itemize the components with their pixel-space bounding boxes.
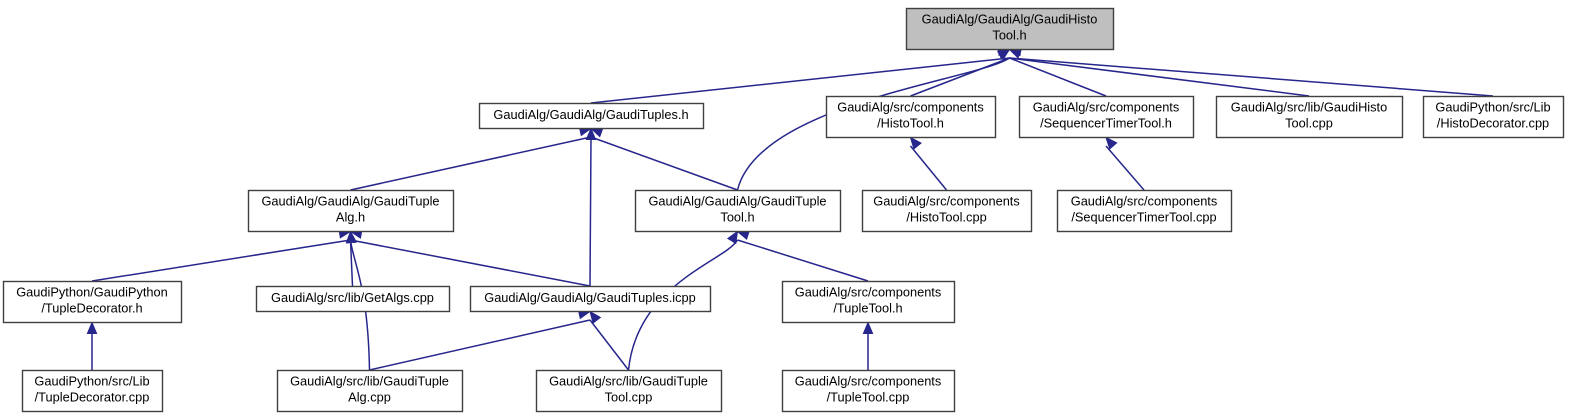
graph-node-label: GaudiAlg/src/components/SequencerTimerTo… [1033,100,1180,131]
graph-edge [585,127,597,287]
graph-node-lib_getalgs_cpp[interactable]: GaudiAlg/src/lib/GetAlgs.cpp [255,285,451,313]
graph-edge [736,229,869,282]
graph-node-label: GaudiAlg/src/components/SequencerTimerTo… [1071,194,1218,225]
graph-edge [1008,45,1310,97]
graph-node-gaudituples_icpp[interactable]: GaudiAlg/GaudiAlg/GaudiTuples.icpp [469,285,712,313]
graph-edge [1105,136,1145,191]
graph-edge [349,228,591,287]
graph-node-comp_sequencertimertool_h[interactable]: GaudiAlg/src/components/SequencerTimerTo… [1018,95,1195,139]
graph-node-label: GaudiPython/GaudiPython/TupleDecorator.h [16,285,168,316]
edges-layer [86,45,1494,371]
graph-edge [589,127,738,191]
graph-edge [862,321,874,370]
graph-edge [369,308,592,371]
graph-node-comp_histotool_h[interactable]: GaudiAlg/src/components/HistoTool.h [825,95,997,139]
graph-edge [909,136,948,191]
graph-edge [346,230,371,371]
graph-edge [589,310,630,371]
graph-node-gp_tupledecorator_h[interactable]: GaudiPython/GaudiPython/TupleDecorator.h [2,280,183,324]
graph-edge [91,228,352,282]
graph-node-comp_sequencertimertool_cpp[interactable]: GaudiAlg/src/components/SequencerTimerTo… [1056,189,1233,233]
graph-node-label: GaudiAlg/src/components/TupleTool.cpp [795,374,942,405]
graph-node-label: GaudiAlg/src/components/HistoTool.h [837,100,984,131]
graph-node-label: GaudiAlg/GaudiAlg/GaudiTuples.icpp [484,290,696,305]
graph-edge [86,321,98,370]
graph-edge [910,48,1011,97]
graph-node-comp_tupletool_h[interactable]: GaudiAlg/src/components/TupleTool.h [781,280,956,324]
graph-edge [1008,48,1107,97]
graph-node-gp_tupledecorator_cpp[interactable]: GaudiPython/src/Lib/TupleDecorator.cpp [21,369,164,413]
graph-node-label: GaudiPython/src/Lib/HistoDecorator.cpp [1435,100,1550,131]
graph-node-label: GaudiPython/src/Lib/TupleDecorator.cpp [34,374,149,405]
graph-edge [590,45,1011,104]
graph-node-gp_histodecorator_cpp[interactable]: GaudiPython/src/Lib/HistoDecorator.cpp [1422,95,1565,139]
graph-node-gaudituples_h[interactable]: GaudiAlg/GaudiAlg/GaudiTuples.h [478,102,705,130]
graph-node-comp_tupletool_cpp[interactable]: GaudiAlg/src/components/TupleTool.cpp [781,369,956,413]
graph-node-label: GaudiAlg/src/components/HistoTool.cpp [873,194,1020,225]
graph-node-label: GaudiAlg/src/lib/GetAlgs.cpp [271,290,434,305]
graph-node-label: GaudiAlg/GaudiAlg/GaudiTuples.h [493,107,688,122]
graph-edge [627,230,739,371]
graph-edge [350,125,593,191]
graph-node-label: GaudiAlg/src/components/TupleTool.h [795,285,942,316]
graph-node-comp_histotool_cpp[interactable]: GaudiAlg/src/components/HistoTool.cpp [861,189,1033,233]
